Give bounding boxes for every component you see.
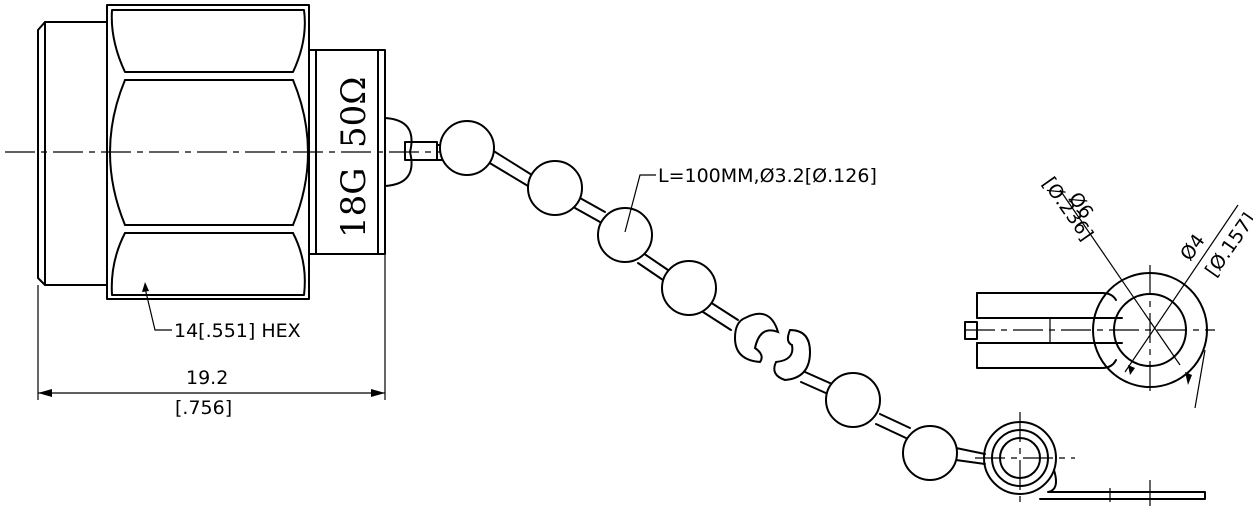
chain-spec-label: L=100MM,Ø3.2[Ø.126] <box>658 165 877 187</box>
inner-dia-in-label: [Ø.157] <box>1201 209 1253 281</box>
gauge-marking: 18G <box>334 168 374 238</box>
center-pin <box>384 117 413 187</box>
hex-size-label: 14[.551] HEX <box>174 320 301 342</box>
ring-clip <box>975 412 1206 506</box>
length-dimension: 19.2 [.756] <box>37 254 386 419</box>
chain-leader: L=100MM,Ø3.2[Ø.126] <box>624 165 877 233</box>
hex-leader: 14[.551] HEX <box>142 282 301 342</box>
length-in-label: [.756] <box>175 397 232 419</box>
chain-ball <box>527 160 583 216</box>
ball-chain <box>436 120 986 481</box>
chain-ball <box>825 372 881 428</box>
inner-dia-mm-label: Ø4 <box>1176 230 1210 265</box>
chain-ball <box>902 425 958 481</box>
front-flange <box>37 21 108 286</box>
chain-ball <box>439 120 495 176</box>
chain-ball-broken <box>733 312 780 364</box>
ring-terminal-view: Ø6 [Ø.236] Ø4 [Ø.157] <box>964 173 1253 409</box>
connector-body: 50Ω 18G <box>5 4 440 300</box>
chain-ball <box>661 260 717 316</box>
impedance-marking: 50Ω <box>334 77 374 148</box>
marked-sleeve: 50Ω 18G <box>308 49 386 255</box>
length-mm-label: 19.2 <box>186 367 228 389</box>
chain-ball <box>597 207 653 263</box>
chain-ball-broken <box>773 328 812 382</box>
